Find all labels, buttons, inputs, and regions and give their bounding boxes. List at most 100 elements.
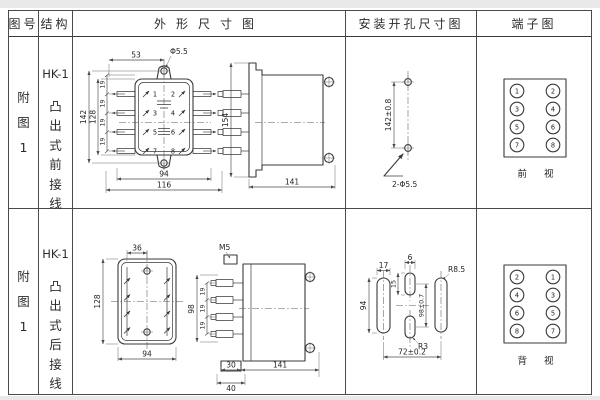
dim-116: 116 — [157, 181, 172, 190]
page-margin-bottom — [0, 396, 600, 400]
dim-30: 30 — [226, 361, 236, 370]
row1-structure: 凸出式前接线 — [49, 99, 62, 211]
row1-structure-cell: HK-1 凸出式前接线 — [39, 37, 73, 211]
row1-model: HK-1 — [42, 67, 69, 81]
outline-drawing-rear-wiring: 36 128 94 M5 — [93, 243, 320, 393]
dim-94: 94 — [159, 170, 169, 179]
rear-hooks — [123, 267, 171, 336]
dim-154: 154 — [221, 113, 230, 128]
dim-r8-5: R8.5 — [448, 265, 465, 274]
rear-term-7: 7 — [551, 327, 555, 335]
col-header-terminal: 端子图 — [477, 11, 591, 37]
rear-term-3: 3 — [551, 291, 555, 299]
terminal-diagram-rear-view: 2 1 4 3 6 5 8 7 背 视 — [503, 264, 567, 367]
front-term-7: 7 — [515, 141, 519, 149]
row2-model: HK-1 — [42, 247, 69, 261]
row1-outline-cell: 1 2 3 4 5 6 7 8 53 Φ5.5 142 128 — [73, 37, 346, 209]
side-terminal-pins — [217, 90, 249, 155]
dim-142-tol: 142±0.8 — [384, 99, 393, 132]
rear-term-2: 2 — [515, 273, 519, 281]
dim-19b: 19 — [100, 99, 107, 107]
col-header-mounting: 安装开孔尺寸图 — [346, 11, 477, 37]
rear-term-5: 5 — [551, 309, 555, 317]
dim-98-tol: 98±0.7 — [419, 294, 426, 317]
row2-fig-no: 附图1 — [17, 269, 30, 334]
dim-142: 142 — [79, 110, 88, 125]
col-header-fig-no-label: 图号 — [8, 17, 39, 31]
caption-front-view: 前 视 — [517, 168, 560, 180]
dim-98: 98 — [187, 304, 196, 314]
caption-rear-view: 背 视 — [517, 355, 560, 367]
front-view: 1 2 3 4 5 6 7 8 53 Φ5.5 142 128 — [79, 47, 223, 193]
dim-40: 40 — [226, 384, 236, 393]
row2-structure: 凸出式后接线 — [49, 279, 62, 391]
dim-19g: 19 — [200, 321, 207, 329]
term-num-1: 1 — [153, 91, 157, 99]
mounting-drawing-rear-wiring: 17 94 6 15 98±0.7 R8.5 R3 72±0.2 — [359, 253, 465, 360]
dim-94-r2: 94 — [142, 350, 152, 359]
front-term-5: 5 — [515, 123, 519, 131]
row1-fig-no-cell: 附图1 — [9, 37, 39, 209]
front-term-6: 6 — [551, 123, 555, 131]
dim-72-tol: 72±0.2 — [398, 348, 426, 357]
dim-94-slot: 94 — [359, 301, 368, 311]
rear-term-8: 8 — [515, 327, 519, 335]
row2-terminal-cell: 2 1 4 3 6 5 8 7 背 视 — [477, 209, 591, 394]
dim-19f: 19 — [200, 304, 207, 312]
col-header-outline: 外形尺寸图 — [73, 11, 346, 37]
dim-128-r2: 128 — [93, 294, 102, 309]
term-num-3: 3 — [153, 110, 157, 118]
row1-terminal-cell: 1 2 3 4 5 6 7 8 前 视 — [477, 37, 591, 209]
coil-symbol-bottom — [158, 128, 170, 135]
row2-structure-cell: HK-1 凸出式后接线 — [39, 209, 73, 394]
dim-15: 15 — [391, 280, 398, 288]
dim-141: 141 — [285, 178, 300, 187]
term-num-8: 8 — [171, 148, 175, 156]
dim-17: 17 — [379, 261, 389, 270]
col-header-fig-no: 图号 — [9, 11, 39, 37]
row2-fig-no-cell: 附图1 — [9, 209, 39, 394]
front-term-8: 8 — [551, 141, 555, 149]
side-view-rear: M5 98 — [187, 243, 320, 393]
rear-view: 36 128 94 — [93, 244, 185, 361]
dim-19c: 19 — [100, 118, 107, 126]
outline-drawing-front-wiring: 1 2 3 4 5 6 7 8 53 Φ5.5 142 128 — [79, 47, 336, 193]
rear-term-1: 1 — [551, 273, 555, 281]
label-2-phi5-5: 2-Φ5.5 — [392, 180, 418, 189]
front-term-2: 2 — [551, 87, 555, 95]
side-terminal-pins-rear — [210, 279, 243, 338]
term-num-6: 6 — [171, 129, 175, 137]
front-term-4: 4 — [551, 105, 555, 113]
term-num-7: 7 — [153, 148, 157, 156]
page-margin-top — [0, 0, 600, 8]
row1-mounting-cell: 142±0.8 2-Φ5.5 — [346, 37, 477, 209]
dim-19d: 19 — [100, 137, 107, 145]
col-header-mounting-label: 安装开孔尺寸图 — [358, 17, 464, 31]
coil-symbol-top — [157, 100, 171, 109]
rear-term-6: 6 — [515, 309, 519, 317]
row2-outline-cell: 36 128 94 M5 — [73, 209, 346, 394]
col-header-structure-label: 结构 — [40, 17, 71, 31]
mounting-drawing-front-wiring: 142±0.8 2-Φ5.5 — [383, 71, 418, 189]
col-header-structure: 结构 — [39, 11, 73, 37]
col-header-outline-label: 外形尺寸图 — [153, 17, 264, 31]
dim-19e: 19 — [200, 287, 207, 295]
dim-53: 53 — [131, 51, 141, 60]
dim-r3: R3 — [418, 342, 428, 351]
front-term-1: 1 — [515, 87, 519, 95]
dim-m5: M5 — [219, 243, 230, 252]
dim-128: 128 — [89, 110, 98, 125]
terminal-diagram-front-view: 1 2 3 4 5 6 7 8 前 视 — [503, 78, 567, 180]
term-num-4: 4 — [171, 110, 175, 118]
dim-phi5-5: Φ5.5 — [170, 47, 188, 56]
rear-term-4: 4 — [515, 291, 519, 299]
row1-fig-no: 附图1 — [17, 90, 30, 155]
dim-6: 6 — [408, 253, 413, 262]
datasheet-table: 图号 结构 外形尺寸图 安装开孔尺寸图 端子图 附图1 HK-1 凸出式前接线 — [8, 10, 592, 395]
row2-mounting-cell: 17 94 6 15 98±0.7 R8.5 R3 72±0.2 — [346, 209, 477, 394]
side-view: 154 141 — [217, 62, 336, 189]
dim-36: 36 — [132, 244, 142, 253]
dim-141-r2: 141 — [273, 361, 288, 370]
front-term-3: 3 — [515, 105, 519, 113]
contact-symbols — [142, 90, 186, 155]
